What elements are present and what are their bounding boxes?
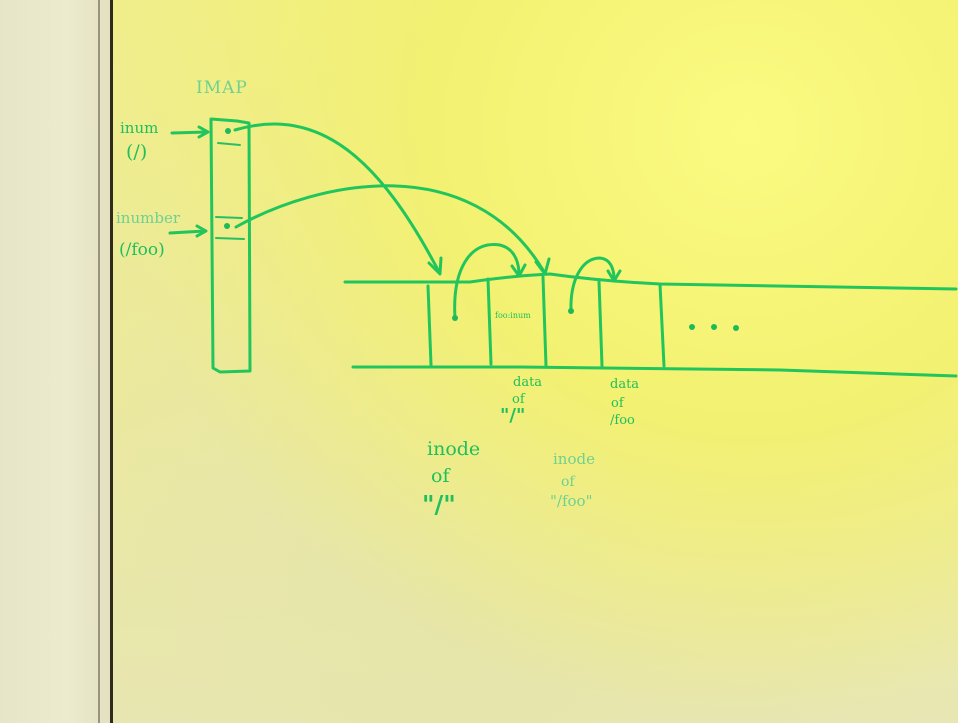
imap-label: IMAP (196, 78, 248, 98)
log-divider-2 (486, 277, 493, 366)
ellipsis-dot-2 (711, 324, 717, 330)
inode-of-foo-line1: inode (553, 450, 595, 468)
imap-column (209, 117, 252, 374)
inode-of-foo-line2: of (561, 474, 575, 490)
inum-root-path-label: (/) (126, 141, 148, 163)
data-of-root-line1: data (513, 375, 543, 390)
panel-edge (110, 0, 113, 723)
data-of-foo-line2: of (611, 396, 624, 411)
log-divider-1 (426, 284, 433, 367)
inode-of-root-line3: "/" (422, 490, 456, 519)
whiteboard-surface (112, 0, 958, 723)
inum-root-label: inum (120, 119, 159, 137)
log-divider-5 (658, 282, 666, 368)
ellipsis-dot-3 (733, 325, 739, 331)
imap-to-foo-inode-arrow (234, 184, 545, 272)
log-bottom-line (351, 365, 958, 378)
log-divider-3 (541, 275, 548, 368)
inumber-foo-label: inumber (116, 209, 180, 227)
inumber-foo-path-label: (/foo) (119, 240, 165, 260)
whiteboard-left-panel (0, 0, 112, 723)
log-divider-4 (597, 279, 604, 368)
log-block-content-label: foo:inum (495, 311, 531, 320)
inode-of-root-line1: inode (427, 438, 481, 460)
inum-root-arrow (170, 130, 209, 135)
imap-foo-entry-dot (224, 223, 230, 229)
ellipsis-dot-1 (689, 324, 695, 330)
imap-root-entry-dot (225, 128, 231, 134)
data-of-root-line2: of (512, 392, 525, 407)
root-inode-to-data-arrow (453, 242, 521, 320)
inode-of-foo-line3: "/foo" (550, 492, 593, 510)
data-of-root-line3: "/" (500, 405, 526, 426)
data-of-foo-line1: data (610, 377, 640, 392)
log-top-line (343, 272, 958, 291)
imap-slot-foo-top (215, 216, 243, 219)
imap-slot-root (217, 142, 241, 146)
data-of-foo-line3: /foo (610, 413, 635, 428)
panel-seam (98, 0, 100, 723)
foo-inode-to-data-arrow (569, 256, 616, 313)
imap-slot-foo-bottom (215, 237, 245, 240)
inode-of-root-line2: of (431, 465, 450, 487)
inumber-foo-arrow (168, 229, 207, 235)
imap-to-root-inode-arrow (233, 122, 440, 272)
